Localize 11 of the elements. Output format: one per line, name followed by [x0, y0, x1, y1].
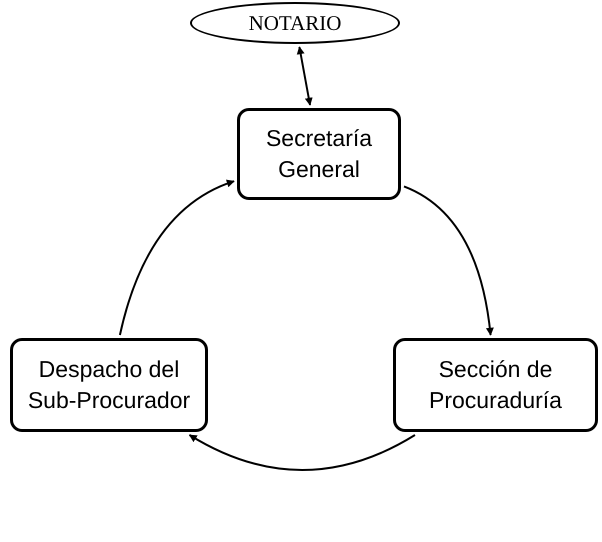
node-label: Despacho del Sub-Procurador [26, 354, 192, 415]
node-label: NOTARIO [248, 10, 342, 37]
process-box [237, 108, 401, 200]
arrow [296, 46, 313, 106]
node-label: Sección de Procuraduría [428, 354, 563, 415]
arrow [118, 180, 235, 336]
process-box [393, 338, 598, 432]
arrow [188, 434, 416, 471]
arrow [404, 185, 494, 336]
node-label: Secretaría General [264, 124, 374, 184]
process-box [10, 338, 208, 432]
